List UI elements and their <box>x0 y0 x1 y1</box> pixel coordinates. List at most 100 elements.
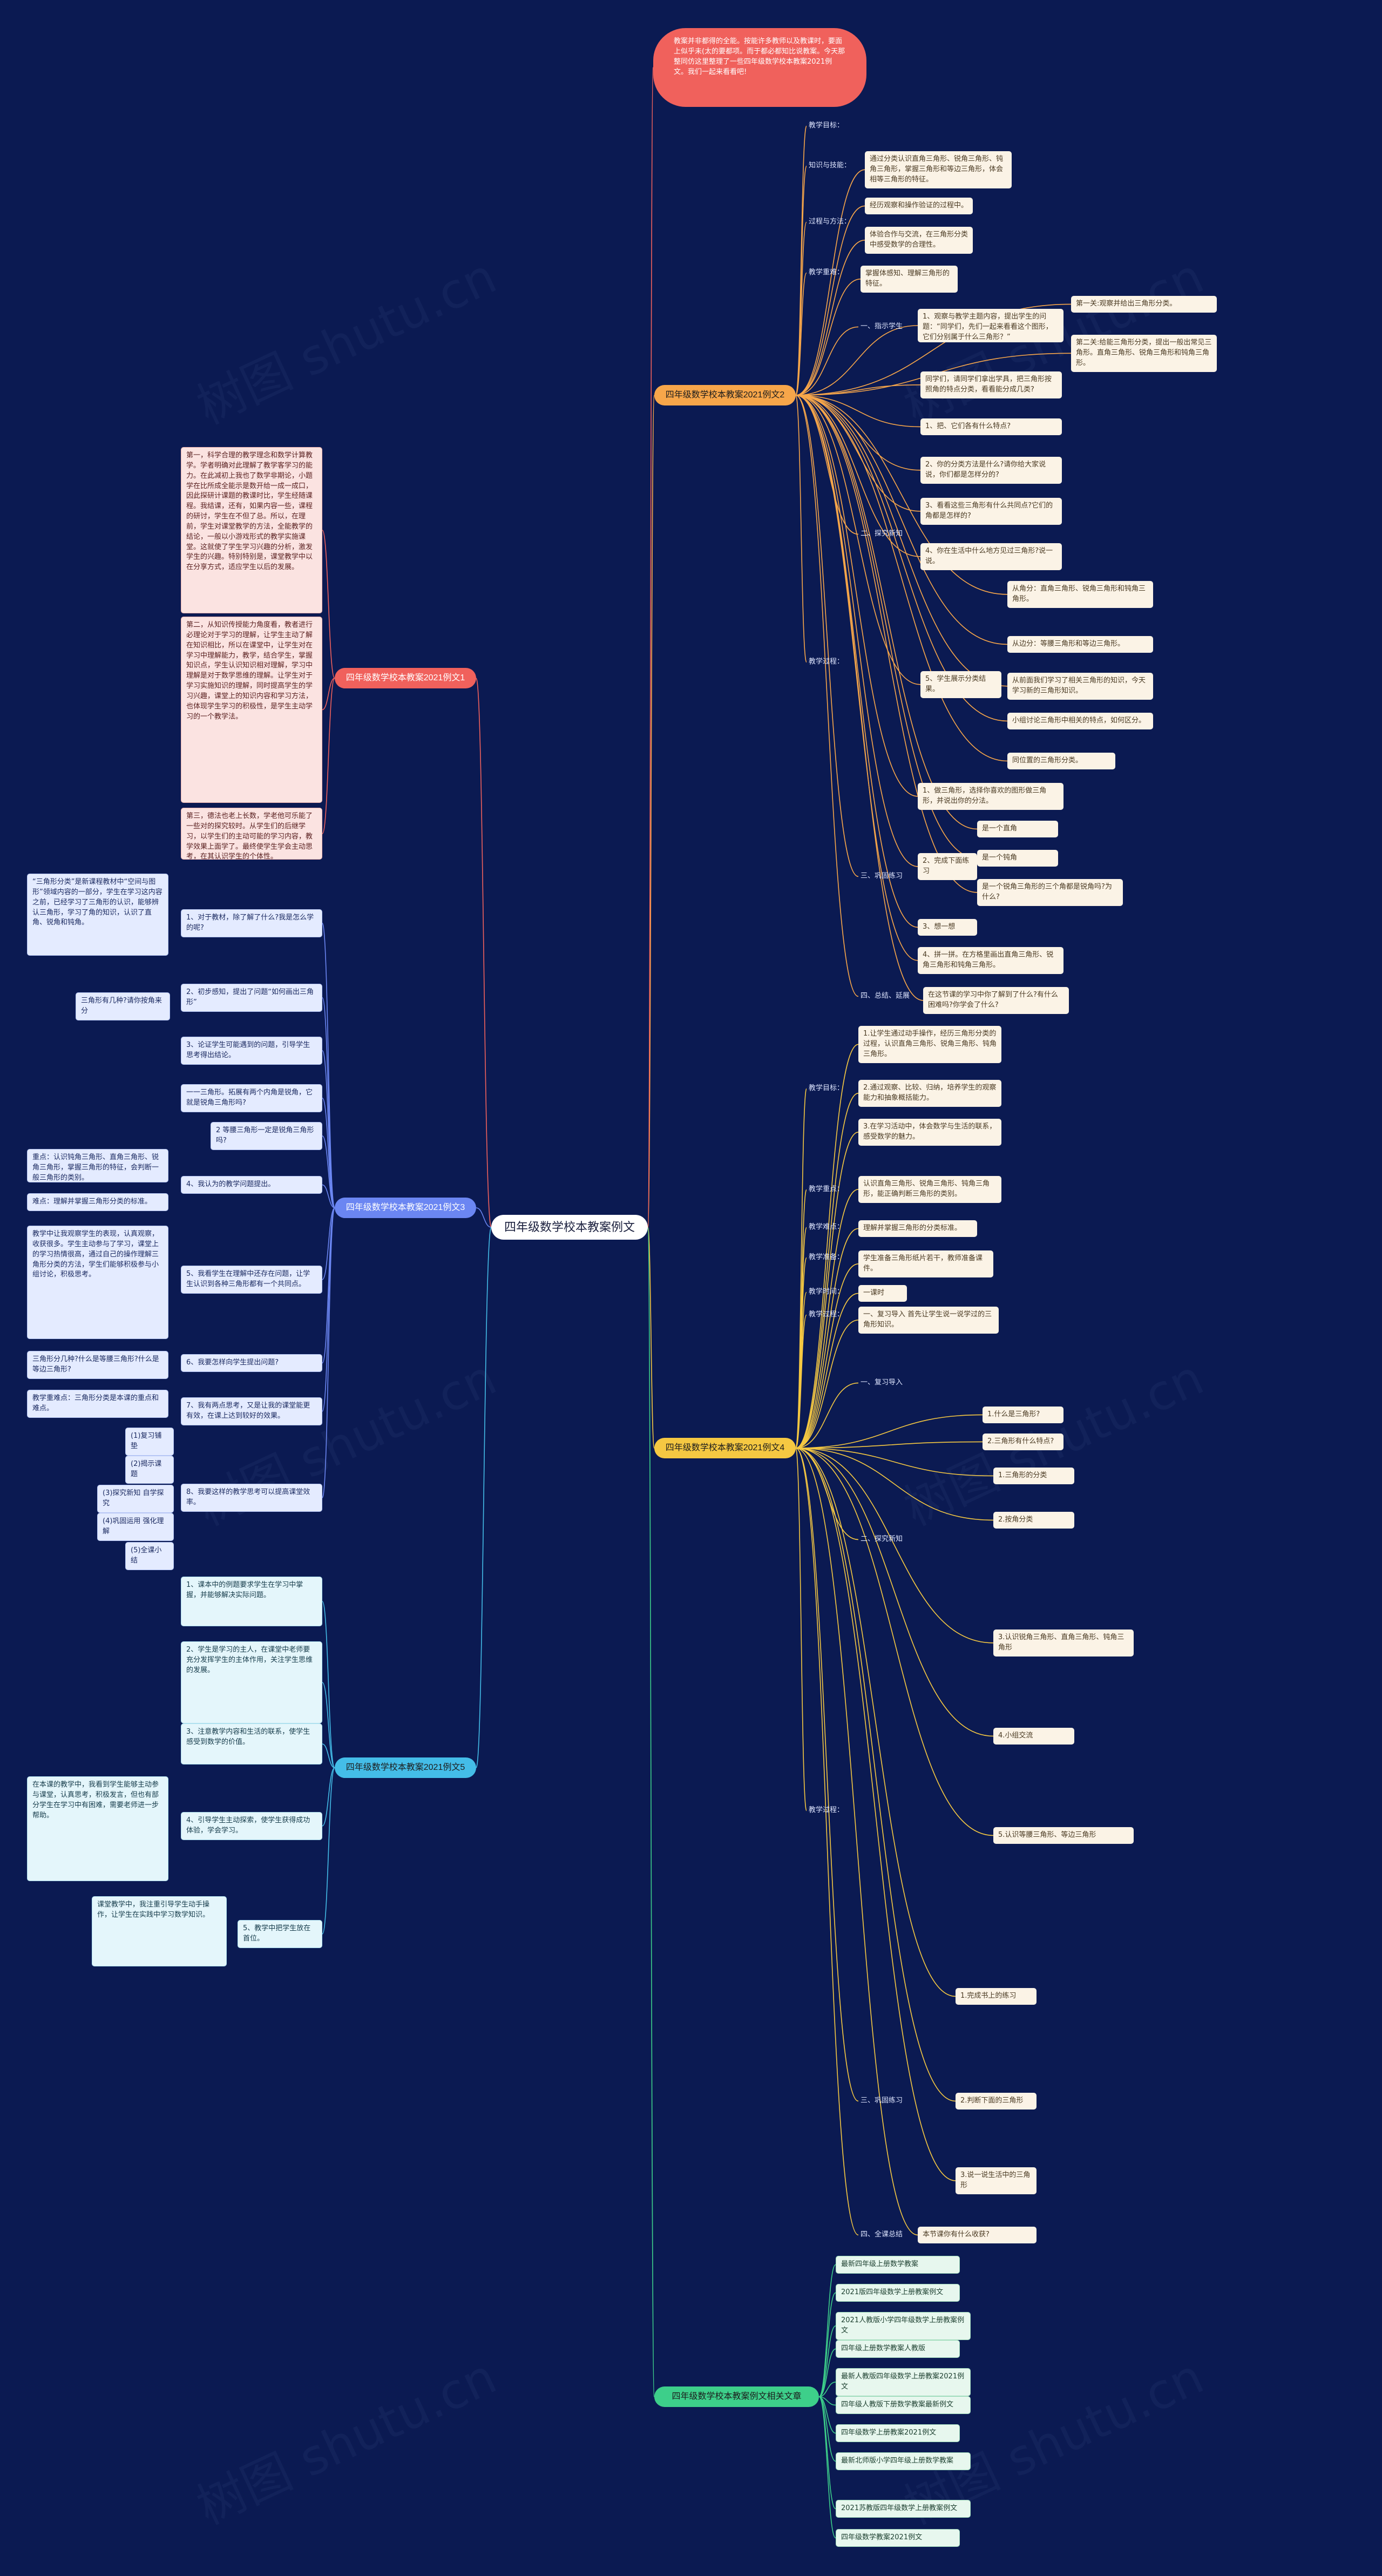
b2-link-15 <box>795 395 921 428</box>
b2-step2-item-1: 同学们，请同学们拿出学具，把三角形按照角的特点分类，看看能分成几类? <box>920 371 1062 398</box>
branch-4[interactable]: 四年级数学校本教案2021例文4 <box>654 1438 796 1458</box>
b4-text-8: 一、复习导入 首先让学生说一说学过的三角形知识。 <box>858 1307 999 1334</box>
b4-p2-item-2: 2.按角分类 <box>993 1512 1074 1529</box>
b2-key-label: 教学重难： <box>809 268 844 276</box>
b1-paragraph-3: 第三，德法也老上长数，学老他可乐能了一些对的探究较时。从学生们的后继学习，以学生… <box>181 808 322 860</box>
root-link-3 <box>476 1207 492 1228</box>
b3-itemlink-6 <box>322 1207 335 1280</box>
root-link-intro <box>647 67 654 1228</box>
b4-link-29 <box>795 1448 918 2236</box>
b4-p1-item-2: 2.三角形有什么特点? <box>983 1434 1063 1450</box>
b3-item-6: 4、我认为的教学问题提出。 <box>181 1176 322 1194</box>
b3-itemlink-0 <box>322 923 335 1208</box>
b3-item-5: 2 等腰三角形一定是锐角三角形吗? <box>211 1122 322 1150</box>
b3-item-10: 8、我要这样的教学思考可以提高课堂效率。 <box>181 1484 322 1512</box>
b2-link-2 <box>795 169 865 396</box>
branch-6[interactable]: 四年级数学校本教案例文相关文章 <box>654 2386 819 2407</box>
b3-item-8: 6、我要怎样向学生提出问题? <box>181 1354 322 1372</box>
b3-note-2: 三角形有几种?请你按角来分 <box>76 992 170 1020</box>
b4-label-1: 教学目标： <box>809 1084 844 1092</box>
b4-label-5: 教学难点： <box>809 1223 844 1231</box>
b4-p1-label: 一、复习导入 <box>861 1378 903 1387</box>
b6-articlelink-5 <box>818 2396 836 2406</box>
b6-articlelink-9 <box>818 2396 836 2539</box>
b2-step4-text: 在这节课的学习中你了解到了什么?有什么困难吗?你学会了什么? <box>923 987 1069 1014</box>
b2-link-3 <box>795 221 807 396</box>
b2-link-24 <box>795 395 1008 762</box>
branch-3[interactable]: 四年级数学校本教案2021例文3 <box>335 1198 476 1218</box>
b6-articlelink-8 <box>818 2396 836 2510</box>
root-node[interactable]: 四年级数学校本教案例文 <box>491 1215 648 1240</box>
b4-p3-item-1: 1.完成书上的练习 <box>956 1988 1036 2005</box>
branch-1[interactable]: 四年级数学校本教案2021例文1 <box>335 668 476 688</box>
b4-link-8 <box>795 1257 807 1449</box>
b6-articlelink-6 <box>818 2396 836 2434</box>
b4-p2-label: 二、探究新知 <box>861 1535 903 1543</box>
b2-step2-sub-head: 5、学生展示分类结果。 <box>920 671 1001 698</box>
b3-small-1: (1)复习铺垫 <box>125 1428 174 1456</box>
b5-item-5: 5、教学中把学生放在首位。 <box>238 1920 322 1948</box>
b6-article-6[interactable]: 四年级人教版下册数学教案最新例文 <box>836 2396 971 2414</box>
b4-link-13 <box>795 1320 859 1449</box>
intro-bubble: 教案并非都得的全能。按能许多教师以及教课时，要面上似乎未(太的要都项。而于都必都… <box>653 28 866 107</box>
b4-link-2 <box>795 1093 859 1449</box>
b2-step1-sub-2: 第二关:给能三角形分类，提出一般出常见三角形。直角三角形、锐角三角形和钝角三角形… <box>1071 335 1217 372</box>
branch-2[interactable]: 四年级数学校本教案2021例文2 <box>654 385 796 405</box>
b2-step3-sub-2: 是一个钝角 <box>977 850 1058 867</box>
b3-itemlink-2 <box>322 1050 335 1208</box>
b6-article-2[interactable]: 2021版四年级数学上册教案例文 <box>836 2284 960 2302</box>
b6-articlelink-7 <box>818 2396 836 2462</box>
b2-step2-item-4: 3、看看这些三角形有什么共同点?它们的角都是怎样的? <box>920 498 1062 525</box>
b2-step2-item-3: 2、你的分类方法是什么?请你给大家说说，你们都是怎样分的? <box>920 457 1062 484</box>
b5-itemlink-4 <box>322 1767 335 1935</box>
b4-p3-label: 三、巩固练习 <box>861 2097 903 2105</box>
b4-p2-item-4: 4.小组交流 <box>993 1728 1074 1745</box>
b3-item-3: 3、论证学生可能遇到的问题，引导学生思考得出结论。 <box>181 1037 322 1065</box>
b3-item-2: 2、初步感知，提出了问题“如何画出三角形” <box>181 984 322 1012</box>
b2-knowledge-text: 通过分类认识直角三角形、锐角三角形、钝角三角形，掌握三角形和等边三角形，体会相等… <box>865 151 1012 188</box>
b6-article-4[interactable]: 四年级上册数学教案人教版 <box>836 2340 960 2358</box>
b2-link-6 <box>795 272 807 396</box>
b3-note-5: 教学中让我观察学生的表现，认真观察，收获很多。学生主动参与了学习，课堂上的学习热… <box>27 1226 168 1339</box>
b6-article-3[interactable]: 2021人教版小学四年级数学上册教案例文 <box>836 2312 971 2340</box>
b4-text-4: 认识直角三角形、锐角三角形、钝角三角形，能正确判断三角形的类别。 <box>858 1176 1001 1203</box>
b2-link-5 <box>795 240 865 396</box>
b4-link-1 <box>795 1044 859 1449</box>
b3-item-4: 一一三角形。拓展有两个内角是锐角，它就是锐角三角形吗? <box>181 1084 322 1112</box>
b4-label-7: 教学时间： <box>809 1288 844 1296</box>
b6-article-10[interactable]: 四年级数学教案2021例文 <box>836 2529 960 2547</box>
b2-link-7 <box>795 279 861 396</box>
b4-link-16 <box>795 1414 983 1449</box>
b4-link-15 <box>795 1382 859 1449</box>
b5-item-3: 3、注意教学内容和生活的联系，使学生感受到数学的价值。 <box>181 1723 322 1764</box>
b6-articlelink-3 <box>818 2348 836 2397</box>
b4-p3-item-2: 2.判断下面的三角形 <box>956 2093 1036 2110</box>
b5-item-1: 1、课本中的例题要求学生在学习中掌握，并能够解决实际问题。 <box>181 1577 322 1626</box>
b2-link-26 <box>795 395 918 797</box>
b2-teach-goal-label: 教学目标： <box>809 121 844 130</box>
b6-article-5[interactable]: 最新人教版四年级数学上册教案2021例文 <box>836 2368 971 2396</box>
b5-note-1: 在本课的教学中，我看到学生能够主动参与课堂，认真思考，积极发言，但也有部分学生在… <box>27 1776 168 1881</box>
b6-article-1[interactable]: 最新四年级上册数学教案 <box>836 2256 960 2274</box>
b6-articlelink-1 <box>818 2292 836 2397</box>
b2-link-0 <box>795 125 807 396</box>
b4-text-7: 一课时 <box>858 1285 907 1302</box>
branch-5[interactable]: 四年级数学校本教案2021例文5 <box>335 1757 476 1778</box>
root-link-1 <box>476 678 492 1228</box>
b3-itemlink-5 <box>322 1184 335 1208</box>
b2-link-27 <box>795 395 918 867</box>
b6-article-7[interactable]: 四年级数学上册教案2021例文 <box>836 2424 960 2442</box>
b3-itemlink-1 <box>322 997 335 1208</box>
b6-article-8[interactable]: 最新北师版小学四年级上册数学教案 <box>836 2452 971 2470</box>
b4-label-4: 教学重点： <box>809 1185 844 1193</box>
b2-knowledge-label: 知识与技能： <box>809 161 851 170</box>
b2-step2-sub-4: 小组讨论三角形中相关的特点，如何区分。 <box>1007 713 1153 729</box>
b3-note-3: 重点：认识钝角三角形、直角三角形、锐角三角形，掌握三角形的特征，会判断一般三角形… <box>27 1149 168 1182</box>
b1-paragraphlink-0 <box>322 530 335 679</box>
root-link-6 <box>647 1227 655 2397</box>
b2-link-17 <box>795 395 921 512</box>
b6-article-9[interactable]: 2021苏教版四年级数学上册教案例文 <box>836 2500 971 2518</box>
b2-link-33 <box>795 395 859 997</box>
b4-link-18 <box>795 1448 859 1540</box>
b4-link-12 <box>795 1314 807 1449</box>
